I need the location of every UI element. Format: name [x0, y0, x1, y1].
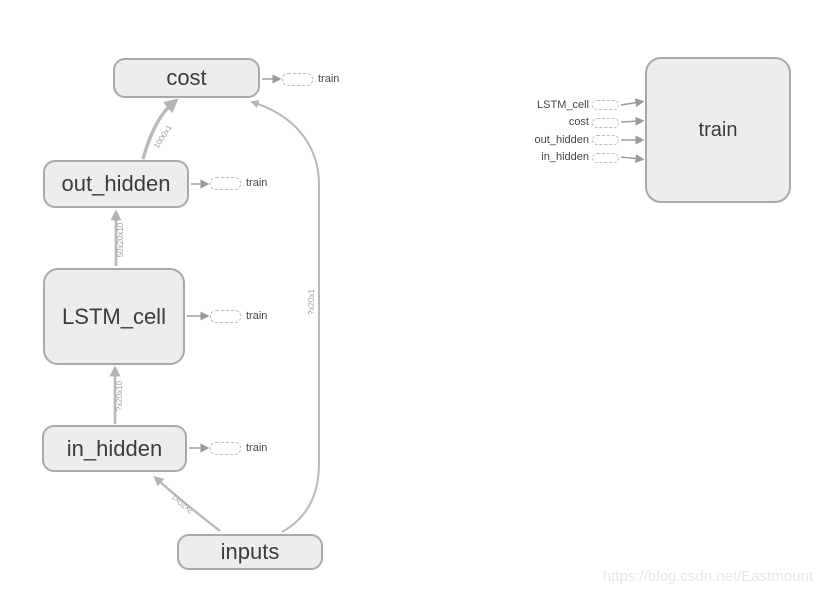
annotation-label-lstm-cell-train: train	[246, 310, 268, 322]
port-arrow-cost	[620, 116, 645, 126]
watermark-text: https://blog.csdn.net/Eastmount	[602, 568, 813, 585]
annotation-label-cost-train: train	[318, 73, 340, 85]
node-inputs[interactable]: inputs	[177, 534, 323, 570]
train-input-label-cost: cost	[568, 116, 589, 128]
node-train-label: train	[698, 118, 738, 141]
port-arrow-in-hidden	[620, 153, 645, 164]
annotation-label-out-hidden-train: train	[246, 177, 268, 189]
dashed-train-stub-cost[interactable]	[282, 73, 313, 86]
edge-label-in-hidden-to-lstm-cell: ?x20x10	[115, 380, 124, 411]
node-out-hidden[interactable]: out_hidden	[43, 160, 189, 208]
port-arrow-lstm-cell	[620, 98, 645, 108]
edge-label-inputs-to-in-hidden: ?x20x1	[169, 492, 195, 516]
train-input-stub-out-hidden[interactable]	[592, 135, 619, 145]
dashed-train-stub-out-hidden[interactable]	[210, 177, 241, 190]
dashed-train-stub-in-hidden[interactable]	[210, 442, 241, 455]
train-input-label-in-hidden: in_hidden	[541, 151, 589, 163]
edge-inputs-to-in-hidden	[153, 475, 221, 532]
node-inputs-label: inputs	[220, 539, 280, 564]
edge-inputs-to-cost	[250, 100, 320, 533]
node-train[interactable]: train	[645, 57, 791, 203]
train-input-stub-in-hidden[interactable]	[592, 153, 619, 163]
node-cost-label: cost	[166, 65, 207, 90]
node-in-hidden[interactable]: in_hidden	[42, 425, 187, 472]
node-cost[interactable]: cost	[113, 58, 260, 98]
node-out-hidden-label: out_hidden	[61, 171, 171, 196]
node-lstm-cell[interactable]: LSTM_cell	[43, 268, 185, 365]
edge-out-hidden-to-cost	[141, 98, 179, 160]
node-in-hidden-label: in_hidden	[66, 435, 163, 461]
train-input-label-lstm-cell: LSTM_cell	[537, 99, 589, 111]
edge-label-lstm-cell-to-out-hidden: 50x20x10	[116, 222, 125, 257]
train-input-stub-cost[interactable]	[592, 118, 619, 128]
dashed-train-stub-lstm-cell[interactable]	[210, 310, 241, 323]
train-input-stub-lstm-cell[interactable]	[592, 100, 619, 110]
annotation-label-in-hidden-train: train	[246, 442, 268, 454]
train-input-label-out-hidden: out_hidden	[534, 134, 589, 146]
node-lstm-cell-label: LSTM_cell	[62, 303, 166, 329]
edge-label-inputs-to-cost: ?x20x1	[307, 289, 316, 315]
